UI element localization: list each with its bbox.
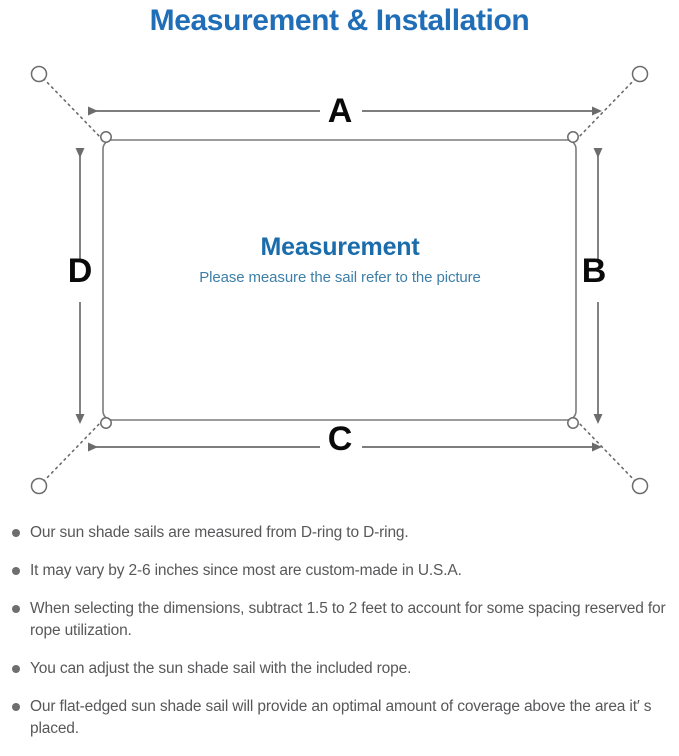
anchor-point-bottom-left: [30, 477, 48, 495]
note-text: Our sun shade sails are measured from D-…: [30, 524, 409, 541]
bullet-icon: [12, 703, 20, 711]
rope-line-bottom-left: [40, 419, 104, 485]
bullet-icon: [12, 567, 20, 575]
bullet-icon: [12, 529, 20, 537]
sail-subheading: Please measure the sail refer to the pic…: [199, 268, 481, 286]
bullet-icon: [12, 605, 20, 613]
note-text: Our flat-edged sun shade sail will provi…: [30, 698, 652, 737]
dimension-label-b: B: [581, 252, 607, 290]
d-ring-bottom-left: [100, 417, 112, 429]
sail-center-text-block: Measurement Please measure the sail refe…: [103, 233, 577, 287]
d-ring-top-right: [567, 131, 579, 143]
rope-line-top-left: [40, 75, 104, 141]
list-item: Our flat-edged sun shade sail will provi…: [0, 696, 679, 740]
rope-line-top-right: [575, 75, 639, 141]
list-item: You can adjust the sun shade sail with t…: [0, 658, 679, 680]
bullet-icon: [12, 665, 20, 673]
anchor-point-top-left: [30, 65, 48, 83]
note-text: When selecting the dimensions, subtract …: [30, 600, 666, 639]
rope-line-bottom-right: [575, 419, 639, 485]
dimension-label-d: D: [67, 252, 93, 290]
list-item: When selecting the dimensions, subtract …: [0, 598, 679, 642]
list-item: It may vary by 2-6 inches since most are…: [0, 560, 679, 582]
d-ring-top-left: [100, 131, 112, 143]
note-text: It may vary by 2-6 inches since most are…: [30, 562, 462, 579]
anchor-point-bottom-right: [631, 477, 649, 495]
sail-rectangle: [102, 139, 577, 421]
sail-measurement-diagram: A B C D Measurement Please measure the s…: [0, 44, 679, 514]
dimension-label-c: C: [327, 420, 353, 458]
sail-heading: Measurement: [260, 233, 420, 261]
d-ring-bottom-right: [567, 417, 579, 429]
page-title: Measurement & Installation: [149, 4, 530, 37]
dimension-label-a: A: [327, 92, 353, 130]
notes-list: Our sun shade sails are measured from D-…: [0, 522, 679, 756]
anchor-point-top-right: [631, 65, 649, 83]
diagram-canvas: [30, 65, 649, 495]
list-item: Our sun shade sails are measured from D-…: [0, 522, 679, 544]
note-text: You can adjust the sun shade sail with t…: [30, 660, 412, 677]
